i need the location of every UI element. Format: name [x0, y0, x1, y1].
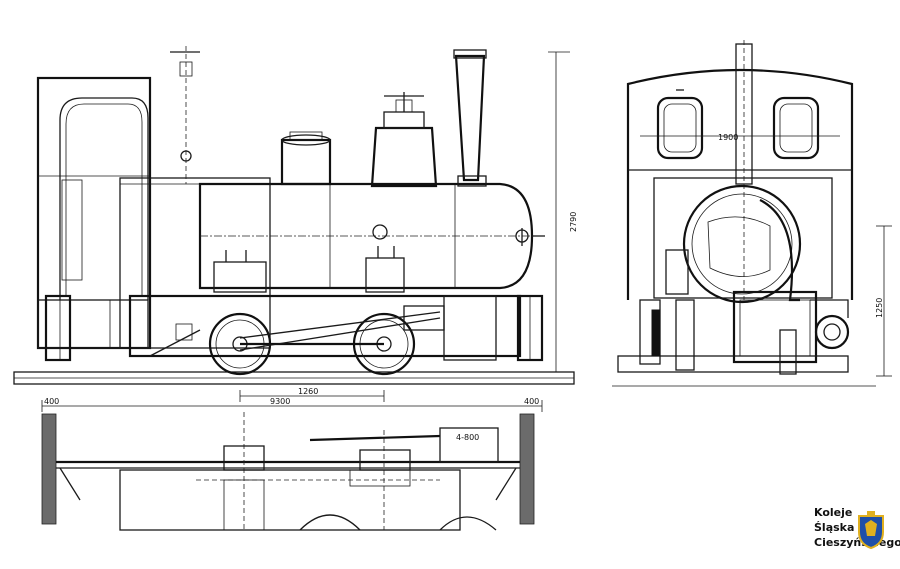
dim-axle-height: 1250 — [875, 298, 884, 318]
dim-wheelbase: 1260 — [298, 387, 318, 396]
logo-line-1: Koleje — [814, 506, 853, 519]
dim-buffer-right: 400 — [524, 397, 539, 406]
dim-cab-width: 1900 — [718, 133, 738, 142]
logo-line-2: Śląska — [814, 521, 855, 534]
dim-overall-length: 9300 — [270, 397, 290, 406]
side-elevation: 2790 1260 9300 400 400 — [13, 46, 578, 412]
crest-icon — [858, 511, 884, 550]
dim-buffer-left: 400 — [44, 397, 59, 406]
front-elevation: 1900 1250 — [612, 40, 892, 387]
dim-height: 2790 — [569, 212, 578, 232]
dim-plan-label: 4-800 — [456, 433, 479, 442]
plan-view: 4-800 — [41, 412, 535, 531]
